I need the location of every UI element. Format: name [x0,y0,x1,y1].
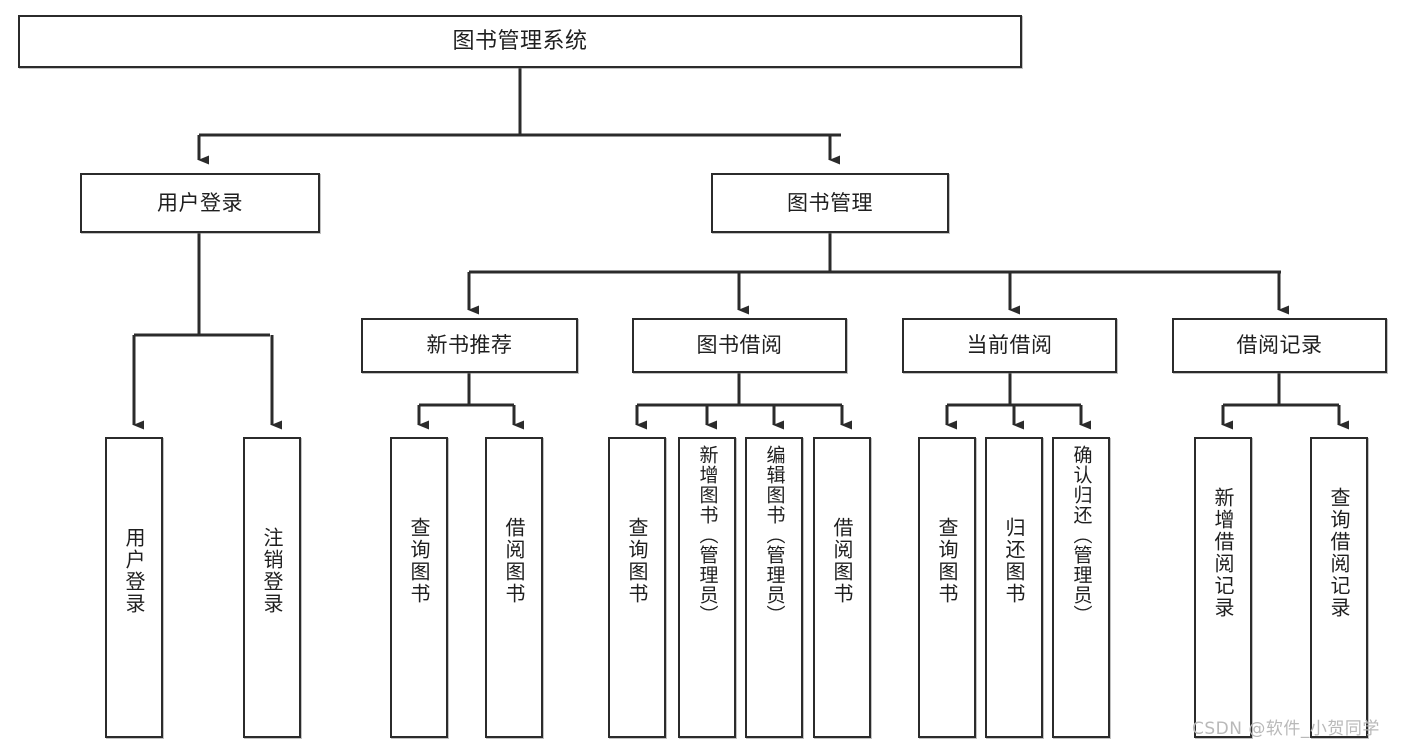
node-label: 图书管理系统 [452,28,588,54]
node-label: 借阅记录 [1236,333,1323,358]
node-label: 查询借阅记录 [1327,487,1351,619]
node-label: 用户登录 [122,527,146,615]
node-user-login[interactable]: 用户登录 [80,173,320,233]
node-leaf-query-book-current[interactable]: 查询图书 [918,437,976,738]
node-book-management[interactable]: 图书管理 [711,173,949,233]
node-leaf-query-book-recommend[interactable]: 查询图书 [390,437,448,738]
node-label: 编辑图书（管理员） [763,445,786,625]
node-label: 查询图书 [935,517,959,605]
csdn-watermark: CSDN @软件_小贺同学 [1192,719,1380,739]
node-label: 查询图书 [625,517,649,605]
node-leaf-return-book[interactable]: 归还图书 [985,437,1043,738]
node-label: 归还图书 [1002,517,1026,605]
node-root-system[interactable]: 图书管理系统 [18,15,1022,68]
node-leaf-add-book[interactable]: 新增图书（管理员） [678,437,736,738]
node-label: 用户登录 [157,190,243,215]
node-leaf-borrow-book[interactable]: 借阅图书 [813,437,871,738]
node-label: 注销登录 [260,527,284,615]
node-new-book-recommend[interactable]: 新书推荐 [361,318,578,373]
node-label: 借阅图书 [502,517,526,605]
node-label: 新书推荐 [426,333,513,358]
node-leaf-edit-book[interactable]: 编辑图书（管理员） [745,437,803,738]
node-leaf-user-login[interactable]: 用户登录 [105,437,163,738]
node-borrow-record[interactable]: 借阅记录 [1172,318,1387,373]
node-label: 当前借阅 [966,333,1053,358]
node-label: 图书借阅 [696,333,783,358]
node-current-borrow[interactable]: 当前借阅 [902,318,1117,373]
node-label: 图书管理 [787,190,873,215]
node-leaf-confirm-return[interactable]: 确认归还（管理员） [1052,437,1110,738]
node-leaf-logout-login[interactable]: 注销登录 [243,437,301,738]
node-leaf-borrow-book-recommend[interactable]: 借阅图书 [485,437,543,738]
node-label: 确认归还（管理员） [1070,445,1093,625]
node-label: 新增图书（管理员） [696,445,719,625]
node-leaf-query-borrow-record[interactable]: 查询借阅记录 [1310,437,1368,738]
node-label: 新增借阅记录 [1211,487,1235,619]
node-leaf-add-borrow-record[interactable]: 新增借阅记录 [1194,437,1252,738]
node-leaf-query-book-borrow[interactable]: 查询图书 [608,437,666,738]
node-label: 查询图书 [407,517,431,605]
node-label: 借阅图书 [830,517,854,605]
node-book-borrow[interactable]: 图书借阅 [632,318,847,373]
